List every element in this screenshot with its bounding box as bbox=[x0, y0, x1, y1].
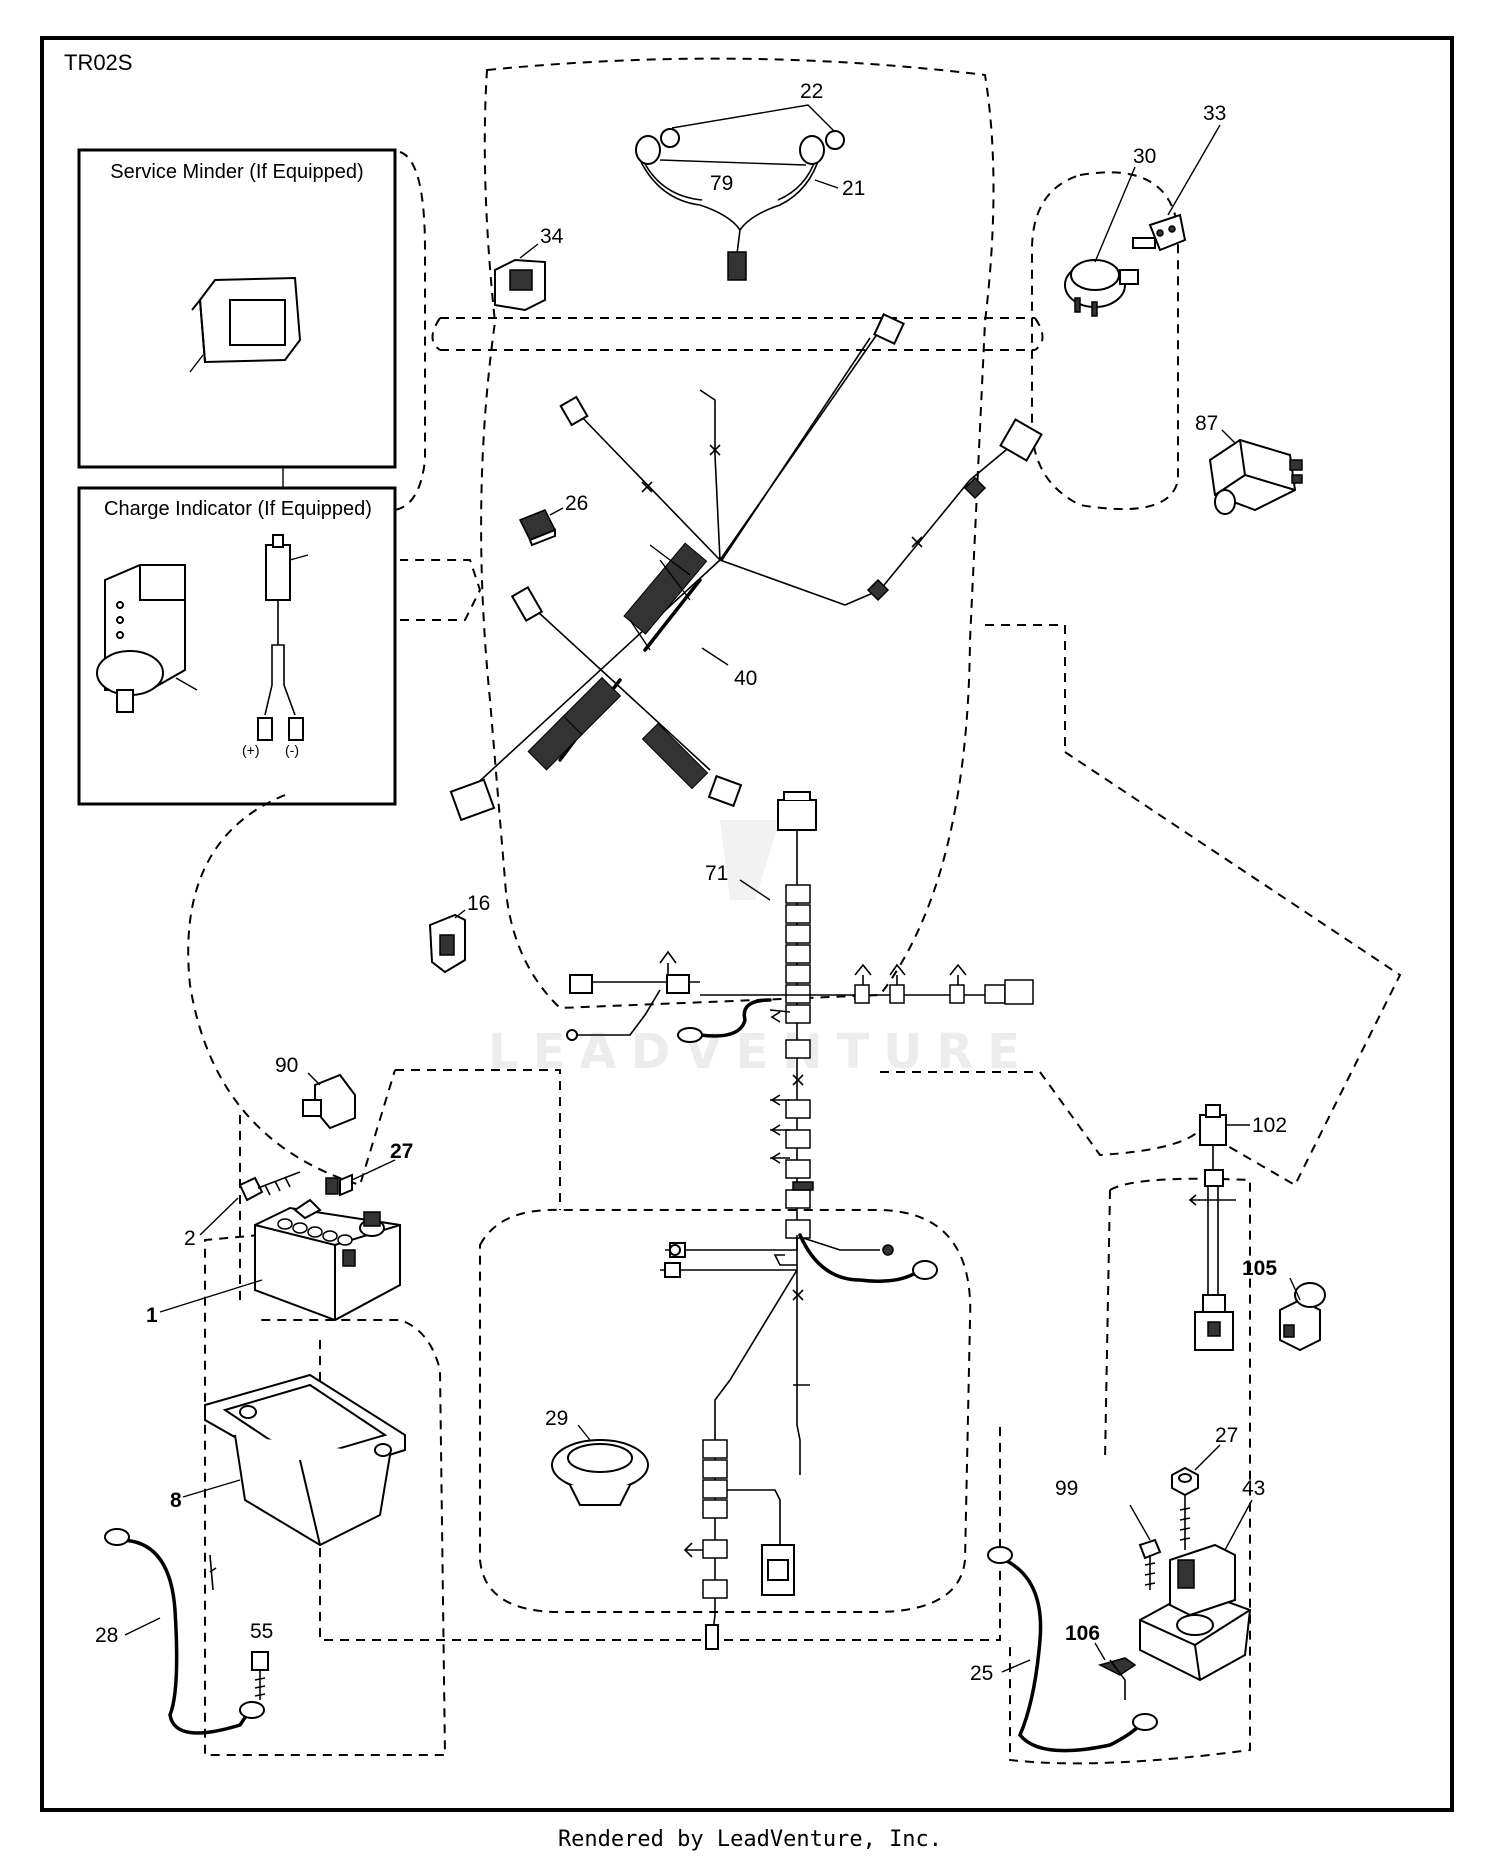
watermark: LEADVENTURE bbox=[488, 820, 1020, 1080]
part-number-label: 40 bbox=[734, 667, 757, 690]
battery-tray-part-8[interactable] bbox=[204, 1373, 406, 1547]
headlight-bulbs-part-22[interactable] bbox=[635, 128, 845, 165]
battery-part-1[interactable] bbox=[254, 1198, 401, 1322]
part-number-label: 25 bbox=[970, 1662, 993, 1685]
part-number-label: 27 bbox=[1215, 1424, 1238, 1447]
part-number-label: 2 bbox=[184, 1227, 196, 1250]
fuse-part-26[interactable] bbox=[518, 509, 557, 547]
part-number-label: 30 bbox=[1133, 145, 1156, 168]
part-number-label: 102 bbox=[1252, 1114, 1287, 1137]
part-number-label: 99 bbox=[1055, 1477, 1078, 1500]
svg-text:(+): (+) bbox=[242, 742, 260, 758]
part-number-label: 105 bbox=[1242, 1257, 1277, 1280]
part-number-label: 55 bbox=[250, 1620, 273, 1643]
nut-part-27-battery[interactable] bbox=[325, 1173, 353, 1197]
part-number-label: 26 bbox=[565, 492, 588, 515]
part-number-label: 79 bbox=[710, 172, 733, 195]
switch-part-34[interactable] bbox=[494, 258, 546, 312]
footer-credit: Rendered by LeadVenture, Inc. bbox=[558, 1827, 942, 1852]
grommet-part-29[interactable] bbox=[551, 1439, 649, 1506]
part-number-label: 21 bbox=[842, 177, 865, 200]
charge-indicator-title: Charge Indicator (If Equipped) bbox=[104, 498, 372, 520]
part-number-label: 34 bbox=[540, 225, 564, 248]
charge-indicator-inset: Charge Indicator (If Equipped) (+) (-) bbox=[77, 486, 397, 806]
nut-part-27-starter[interactable] bbox=[1171, 1466, 1199, 1497]
switch-part-87[interactable] bbox=[1208, 438, 1303, 515]
part-number-label: 43 bbox=[1242, 1477, 1265, 1500]
part-number-label: 1 bbox=[146, 1304, 158, 1327]
service-minder-title: Service Minder (If Equipped) bbox=[110, 161, 363, 183]
ignition-switch-part-30[interactable] bbox=[1064, 259, 1139, 317]
part-number-label: 28 bbox=[95, 1624, 118, 1647]
relay-part-16[interactable] bbox=[428, 913, 466, 974]
part-number-label: 90 bbox=[275, 1054, 298, 1077]
part-number-label: 22 bbox=[800, 80, 823, 103]
diagram-frame bbox=[40, 36, 1454, 1812]
bolt-part-2[interactable] bbox=[238, 1171, 301, 1202]
part-90[interactable] bbox=[302, 1073, 356, 1130]
part-number-label: 16 bbox=[467, 892, 490, 915]
bolt-part-55[interactable] bbox=[251, 1651, 269, 1700]
headlight-harness-part-21[interactable] bbox=[639, 154, 821, 281]
main-harness-part-40[interactable] bbox=[449, 313, 1043, 822]
starter-solenoid-part-43[interactable] bbox=[1139, 1495, 1252, 1682]
part-number-label: 71 bbox=[705, 862, 728, 885]
part-number-label: 87 bbox=[1195, 412, 1218, 435]
battery-cable-part-28[interactable] bbox=[104, 1528, 265, 1735]
service-minder-part-46[interactable] bbox=[191, 276, 302, 364]
ignition-key-part-33[interactable] bbox=[1132, 213, 1187, 252]
harness-part-102[interactable] bbox=[1188, 1104, 1236, 1351]
charge-indicator-part-143[interactable] bbox=[96, 564, 186, 713]
part-number-label: 27 bbox=[390, 1140, 413, 1163]
harness-part-71[interactable] bbox=[566, 791, 1034, 1650]
part-number-label: 8 bbox=[170, 1489, 182, 1512]
part-number-label: 29 bbox=[545, 1407, 568, 1430]
part-number-label: 33 bbox=[1203, 102, 1226, 125]
service-minder-inset: Service Minder (If Equipped) bbox=[77, 148, 397, 488]
clip-part-106[interactable] bbox=[1097, 1657, 1137, 1700]
charge-indicator-harness-142[interactable] bbox=[257, 534, 304, 741]
svg-text:(-): (-) bbox=[285, 742, 299, 758]
part-number-label: 106 bbox=[1065, 1622, 1100, 1645]
solenoid-part-105[interactable] bbox=[1279, 1282, 1326, 1352]
diagram-code: TR02S bbox=[64, 50, 132, 75]
bolt-part-99[interactable] bbox=[1138, 1538, 1162, 1590]
battery-cable-part-25[interactable] bbox=[987, 1546, 1158, 1753]
harness-wire-ticks bbox=[641, 444, 923, 548]
